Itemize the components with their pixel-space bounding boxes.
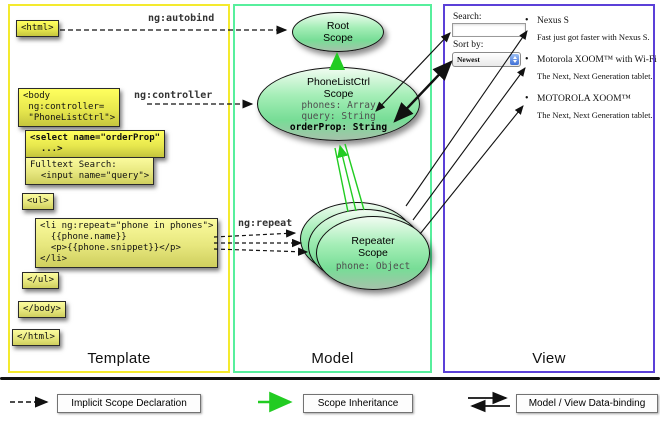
- code-html-close: </html>: [12, 329, 60, 346]
- view-panel-label: View: [532, 350, 566, 367]
- view-item-desc: The Next, Next Generation tablet.: [537, 71, 653, 81]
- bullet-icon: •: [525, 15, 529, 26]
- search-label: Search:: [453, 12, 482, 22]
- root-scope-ellipse: Root Scope: [292, 12, 384, 52]
- search-input[interactable]: [452, 23, 526, 37]
- phonelistctrl-scope-ellipse: PhoneListCtrl Scope phones: Array query:…: [257, 67, 420, 141]
- model-panel-label: Model: [311, 350, 354, 367]
- sort-dropdown-value: Newest: [457, 55, 480, 64]
- view-item-name: Motorola XOOM™ with Wi-Fi: [537, 55, 657, 65]
- dropdown-stepper-icon: [510, 54, 519, 65]
- legend-divider: [0, 377, 660, 380]
- root-scope-title: Root Scope: [323, 20, 353, 44]
- model-panel: Model: [233, 4, 432, 373]
- sort-by-label: Sort by:: [453, 40, 484, 50]
- code-body-open: <body ng:controller= "PhoneListCtrl">: [18, 88, 121, 127]
- view-item-desc: Fast just got faster with Nexus S.: [537, 32, 650, 42]
- ng-controller-label: ng:controller: [134, 90, 213, 101]
- view-item-desc: The Next, Next Generation tablet.: [537, 110, 653, 120]
- repeater-scope-title: Repeater Scope: [351, 234, 395, 259]
- ng-repeat-label: ng:repeat: [238, 218, 293, 229]
- scope-prop-phone: phone: Object: [335, 260, 411, 272]
- code-ul-open: <ul>: [22, 193, 54, 210]
- code-li-repeat: <li ng:repeat="phone in phones"> {{phone…: [35, 218, 219, 268]
- bullet-icon: •: [525, 93, 529, 104]
- scope-prop-orderprop: orderProp: String: [289, 121, 388, 133]
- code-select-orderprop: <select name="orderProp" ...>: [25, 130, 166, 158]
- code-fulltext-search: Fulltext Search: <input name="query">: [25, 157, 155, 185]
- legend-implicit-scope: Implicit Scope Declaration: [57, 394, 201, 413]
- legend-scope-inheritance: Scope Inheritance: [303, 394, 413, 413]
- view-item-name: MOTOROLA XOOM™: [537, 94, 631, 104]
- scope-prop-query: query: String: [301, 110, 376, 122]
- phonelistctrl-scope-title: PhoneListCtrl Scope: [306, 75, 371, 100]
- bullet-icon: •: [525, 54, 529, 65]
- ng-autobind-label: ng:autobind: [148, 13, 215, 24]
- view-item-name: Nexus S: [537, 16, 569, 26]
- code-html-open: <html>: [16, 20, 59, 37]
- code-body-close: </body>: [18, 301, 66, 318]
- sort-dropdown[interactable]: Newest: [452, 52, 521, 67]
- template-panel-label: Template: [87, 350, 151, 367]
- legend-databinding: Model / View Data-binding: [516, 394, 658, 413]
- repeater-scope-ellipse-front: Repeater Scope phone: Object: [316, 216, 430, 290]
- scope-prop-phones: phones: Array: [301, 99, 376, 111]
- code-ul-close: </ul>: [22, 272, 60, 289]
